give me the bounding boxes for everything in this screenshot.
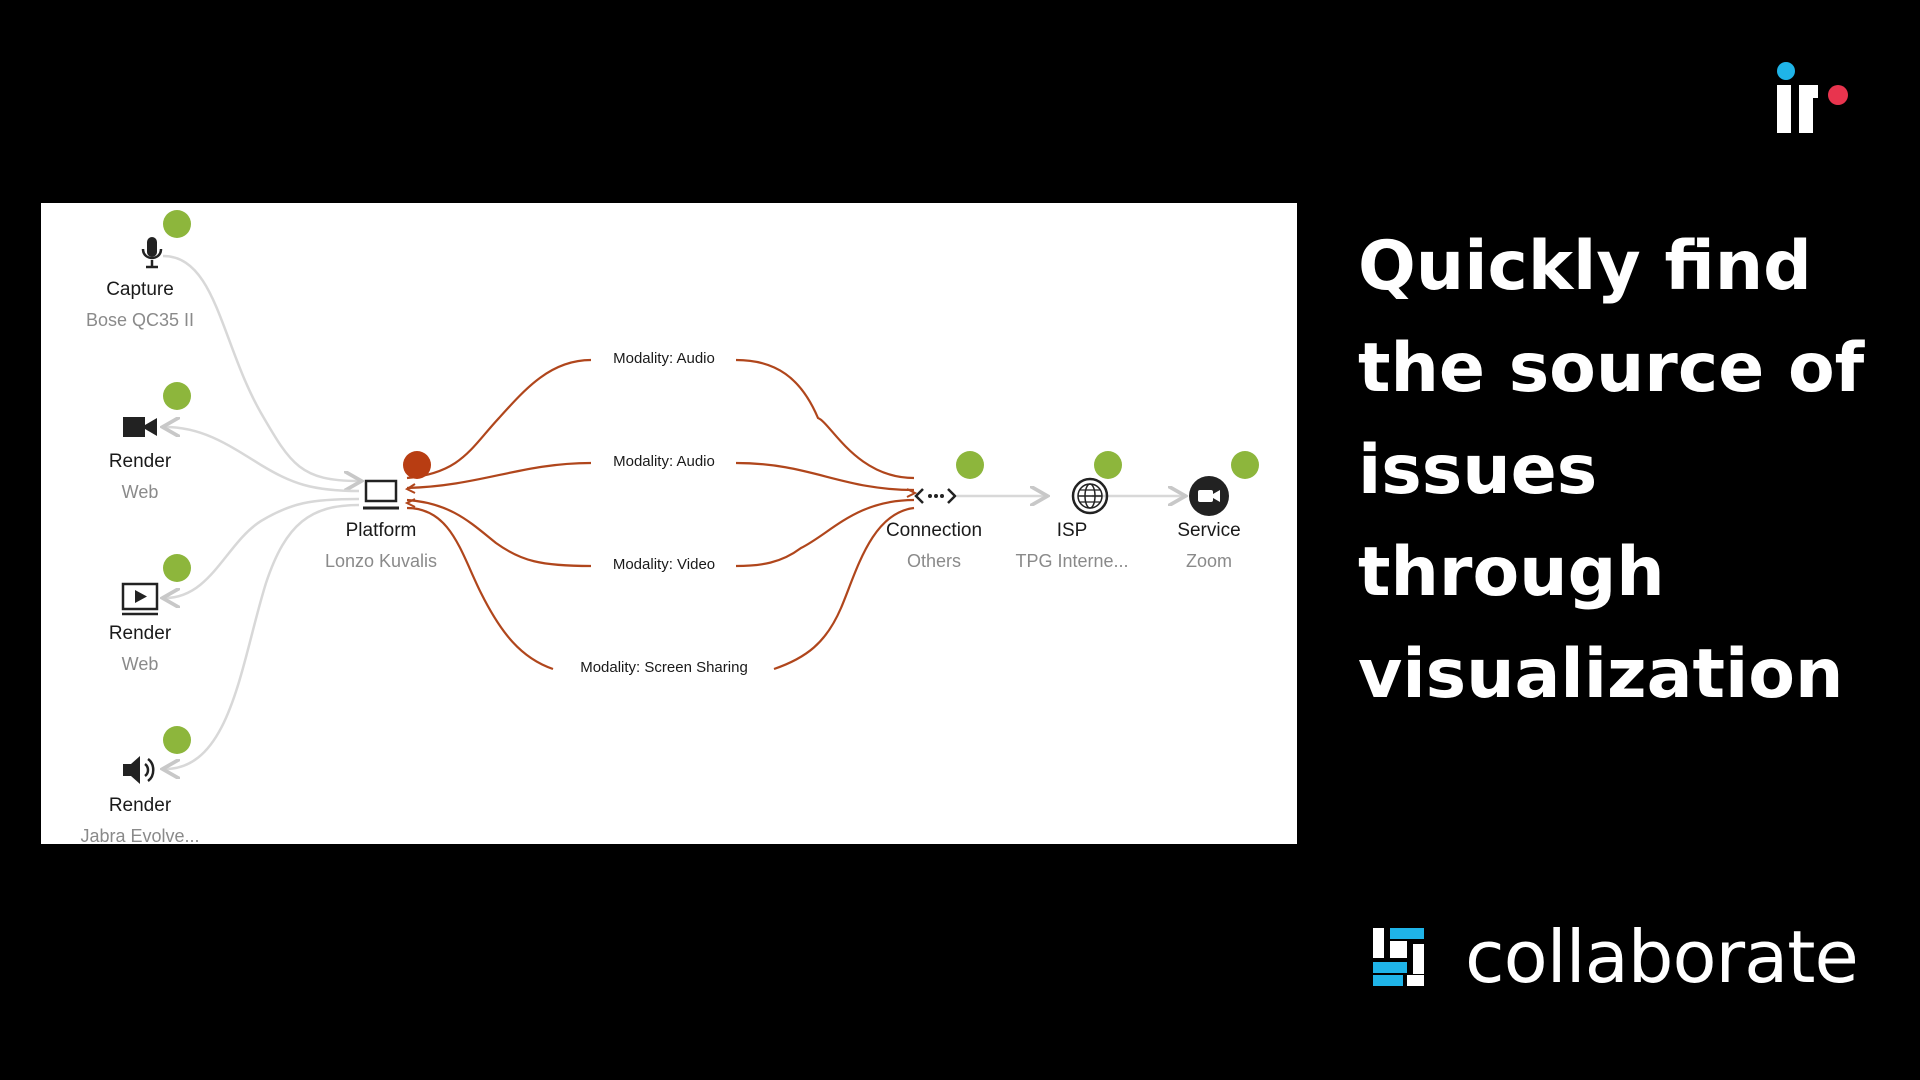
status-dot-render-screen — [163, 554, 191, 582]
headline: Quickly find the source of issues throug… — [1358, 216, 1878, 726]
modality-label-video[interactable]: Modality: Video — [612, 556, 716, 573]
link-platform-render-speaker — [165, 503, 360, 769]
node-platform[interactable]: Platform Lonzo Kuvalis — [281, 520, 481, 572]
status-dot-isp — [1094, 451, 1122, 479]
node-title: Connection — [885, 520, 983, 541]
link-modality-audio-2 — [406, 461, 915, 492]
node-title: Capture — [106, 279, 174, 300]
node-title: ISP — [1056, 520, 1088, 541]
link-platform-render-screen — [165, 497, 360, 598]
diagram-links — [121, 210, 1259, 784]
headline-line: the source of — [1358, 329, 1865, 408]
link-capture-platform — [162, 254, 359, 481]
node-subtitle: Bose QC35 II — [85, 310, 195, 330]
status-dot-service — [1231, 451, 1259, 479]
network-diagram-panel: Capture Bose QC35 II Render Web Render W… — [41, 203, 1297, 844]
headline-line: Quickly find — [1358, 227, 1812, 306]
headline-line: through — [1358, 533, 1665, 612]
laptop-icon — [363, 479, 399, 510]
node-isp[interactable]: ISP TPG Interne... — [972, 520, 1172, 572]
node-title: Render — [108, 623, 172, 644]
status-dot-connection — [956, 451, 984, 479]
collaborate-logo-icon — [1373, 928, 1424, 986]
globe-icon — [1071, 477, 1109, 515]
node-subtitle: Lonzo Kuvalis — [324, 551, 438, 571]
status-dot-render-speaker — [163, 726, 191, 754]
node-title: Platform — [345, 520, 417, 541]
modality-label-screen-sharing[interactable]: Modality: Screen Sharing — [580, 659, 748, 676]
node-connection[interactable]: Connection Others — [834, 520, 1034, 572]
node-subtitle: TPG Interne... — [1015, 551, 1129, 571]
node-subtitle: Web — [121, 482, 159, 502]
node-subtitle: Jabra Evolve... — [80, 826, 200, 844]
zoom-camera-icon — [1189, 476, 1229, 516]
node-title: Render — [108, 451, 172, 472]
video-camera-icon — [123, 417, 157, 437]
node-title: Service — [1177, 520, 1241, 541]
microphone-icon — [141, 237, 163, 269]
link-modality-screen — [406, 506, 915, 671]
node-subtitle: Zoom — [1185, 551, 1232, 571]
connection-arrows-icon — [914, 488, 957, 504]
node-render-camera[interactable]: Render Web — [41, 451, 240, 503]
node-render-screen[interactable]: Render Web — [41, 623, 240, 675]
modality-label-audio-1[interactable]: Modality: Audio — [613, 350, 715, 367]
node-title: Render — [108, 795, 172, 816]
status-dot-capture — [163, 210, 191, 238]
headline-line: visualization — [1358, 635, 1844, 714]
link-modality-video — [406, 498, 915, 568]
speaker-icon — [123, 756, 155, 784]
ir-logo — [1777, 62, 1848, 133]
headline-line: issues — [1358, 431, 1598, 510]
collaborate-wordmark: collaborate — [1465, 915, 1859, 999]
node-service[interactable]: Service Zoom — [1109, 520, 1297, 572]
link-render-web-platform — [165, 427, 360, 493]
node-render-speaker[interactable]: Render Jabra Evolve... — [41, 795, 240, 844]
node-subtitle: Others — [906, 551, 962, 571]
node-subtitle: Web — [121, 654, 159, 674]
status-dot-render-camera — [163, 382, 191, 410]
status-dot-platform — [403, 451, 431, 479]
link-modality-audio-1 — [406, 358, 915, 480]
screen-play-icon — [121, 582, 159, 616]
node-capture[interactable]: Capture Bose QC35 II — [41, 279, 240, 331]
modality-label-audio-2[interactable]: Modality: Audio — [613, 453, 715, 470]
